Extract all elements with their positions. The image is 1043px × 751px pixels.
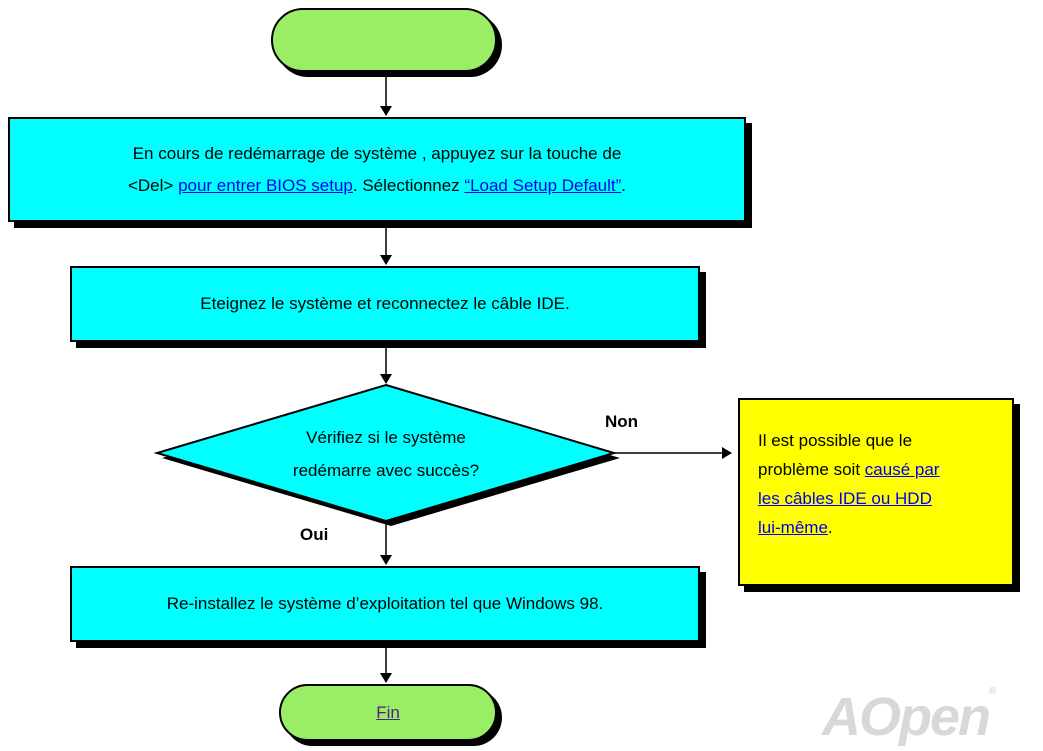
decision-text: Vérifiez si le système redémarre avec su… — [236, 421, 536, 487]
note-line3: les câbles IDE ou HDD — [758, 484, 998, 513]
step-reconnect-ide-text: Eteignez le système et reconnectez le câ… — [200, 294, 570, 313]
select-text: . Sélectionnez — [352, 175, 465, 195]
end-terminal: Fin — [279, 684, 497, 741]
decision-line1: Vérifiez si le système — [306, 428, 466, 447]
step-reinstall-os: Re-installez le système d’exploitation t… — [70, 566, 700, 642]
aopen-logo-text: AOpen — [822, 687, 991, 747]
step-enter-bios: En cours de redémarrage de système , app… — [8, 117, 746, 222]
no-label: Non — [605, 412, 639, 431]
bios-setup-link[interactable]: pour entrer BIOS setup — [178, 175, 353, 195]
aopen-watermark-logo: AOpen® — [822, 686, 997, 748]
note-line4-suffix: . — [827, 518, 833, 537]
note-ide-cable-problem: Il est possible que le problème soit cau… — [738, 398, 1014, 586]
yes-label: Oui — [300, 525, 329, 544]
end-link[interactable]: Fin — [376, 702, 400, 722]
note-line2-prefix: problème soit — [758, 460, 865, 479]
step-enter-bios-line1: En cours de redémarrage de système , app… — [132, 143, 622, 163]
note-line2: problème soit causé par — [758, 455, 998, 484]
note-line4: lui-même. — [758, 513, 998, 542]
del-key-text: <Del> — [127, 175, 179, 195]
step-reinstall-os-text: Re-installez le système d’exploitation t… — [166, 594, 604, 613]
step-enter-bios-line2: <Del> pour entrer BIOS setup. Sélectionn… — [128, 170, 626, 202]
cause-link-part1[interactable]: causé par — [864, 460, 940, 479]
cause-link-part2[interactable]: les câbles IDE ou HDD — [758, 489, 932, 508]
start-terminal — [271, 8, 497, 72]
decision-line2: redémarre avec succès? — [292, 461, 480, 480]
note-line1: Il est possible que le — [758, 431, 913, 450]
registered-mark: ® — [989, 686, 997, 697]
step-reconnect-ide: Eteignez le système et reconnectez le câ… — [70, 266, 700, 342]
period-text: . — [621, 175, 627, 195]
load-setup-default-link[interactable]: “Load Setup Default” — [464, 175, 622, 195]
cause-link-part3[interactable]: lui-même — [758, 518, 828, 537]
